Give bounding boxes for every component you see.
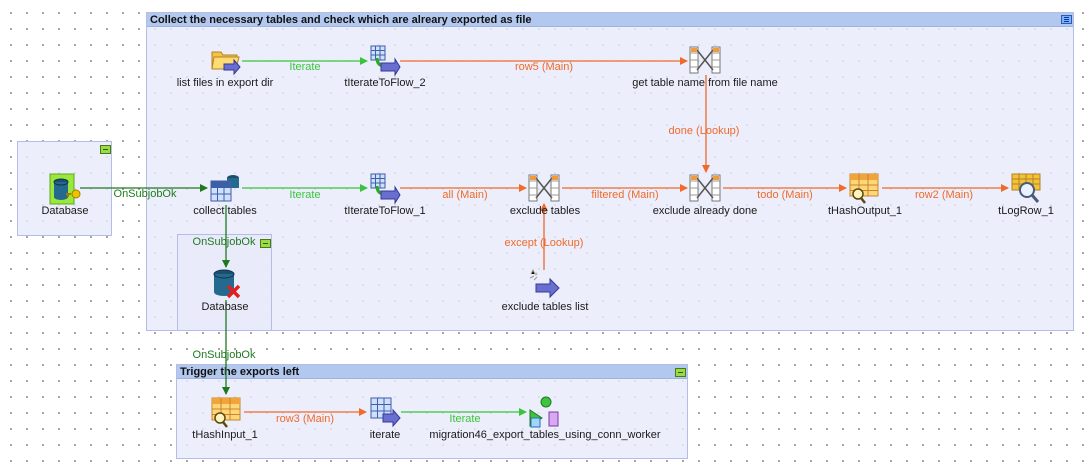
node-label: tHashInput_1 [192,429,258,441]
link-label-iterate[interactable]: Iterate [449,413,481,425]
fixed-flow-icon[interactable] [528,268,560,300]
hash-output-icon[interactable] [848,172,880,204]
tmap-icon[interactable] [528,172,560,204]
link-label-done-lookup[interactable]: done (Lookup) [668,125,740,137]
node-label: collect tables [193,205,257,217]
node-label: tIterateToFlow_2 [344,77,426,89]
node-label: exclude tables list [501,301,589,313]
hash-input-icon[interactable] [210,396,242,428]
database-key-icon[interactable] [49,173,81,205]
link-label-iterate[interactable]: Iterate [289,189,321,201]
database-close-icon[interactable] [210,268,242,300]
node-label: tLogRow_1 [998,205,1054,217]
link-label-except-lookup[interactable]: except (Lookup) [504,237,584,249]
node-label: exclude tables [509,205,581,217]
link-label-onsubjobok[interactable]: OnSubjobOk [192,236,256,248]
node-label: migration46_export_tables_using_conn_wor… [429,429,661,441]
node-label: exclude already done [652,205,758,217]
log-row-icon[interactable] [1010,172,1042,204]
node-label: get table name from file name [632,77,778,89]
tmap-icon[interactable] [689,44,721,76]
link-label-iterate[interactable]: Iterate [289,61,321,73]
subjob-title: Collect the necessary tables and check w… [147,13,1073,27]
collapse-subjob-button[interactable] [1061,15,1072,24]
node-label: tHashOutput_1 [828,205,902,217]
link-label-todo-main[interactable]: todo (Main) [757,189,813,201]
link-label-filtered-main[interactable]: filtered (Main) [591,189,659,201]
collapse-subjob-button[interactable] [260,239,271,248]
node-label: tIterateToFlow_1 [344,205,426,217]
node-label: iterate [369,429,401,441]
iterate-to-flow-icon[interactable] [369,44,401,76]
link-label-row3-main[interactable]: row3 (Main) [275,413,335,425]
flow-to-iterate-icon[interactable] [369,396,401,428]
run-job-icon[interactable] [528,396,560,428]
subjob-title: Trigger the exports left [177,365,687,379]
link-label-all-main[interactable]: all (Main) [442,189,488,201]
collapse-subjob-button[interactable] [675,368,686,377]
subjob-collect-tables[interactable]: Collect the necessary tables and check w… [146,12,1074,331]
tmap-icon[interactable] [689,172,721,204]
collapse-subjob-button[interactable] [100,145,111,154]
link-label-onsubjobok[interactable]: OnSubjobOk [113,188,177,200]
table-list-icon[interactable] [209,172,241,204]
node-label: Database [201,301,249,313]
node-label: Database [41,205,89,217]
node-label: list files in export dir [176,77,274,89]
link-label-onsubjobok[interactable]: OnSubjobOk [192,349,256,361]
folder-arrow-icon[interactable] [210,44,242,76]
iterate-to-flow-icon[interactable] [369,172,401,204]
link-label-row2-main[interactable]: row2 (Main) [914,189,974,201]
link-label-row5[interactable]: row5 (Main) [514,61,574,73]
